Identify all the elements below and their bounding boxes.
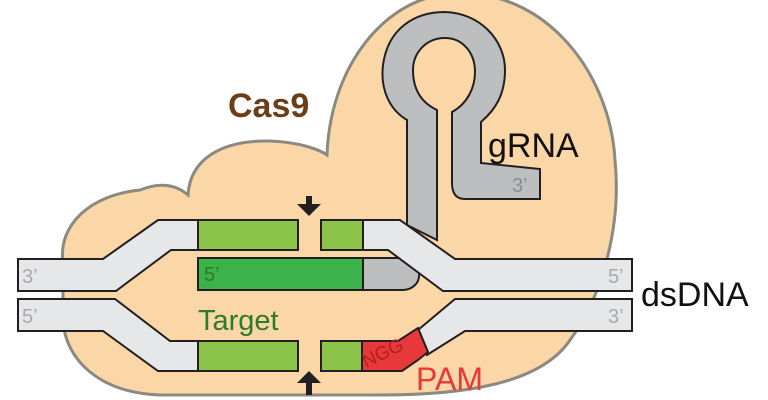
target-block-bottom-right [320, 340, 364, 372]
cas9-label: Cas9 [228, 87, 309, 125]
pam-block [361, 326, 430, 372]
grna-spacer [197, 257, 364, 291]
bottom-left-end-label: 5’ [22, 306, 38, 328]
target-label: Target [198, 305, 279, 337]
top-left-end-label: 3’ [22, 266, 38, 288]
down-arrow-icon [297, 196, 321, 216]
up-arrow-icon [297, 371, 321, 395]
target-block-bottom-left [197, 340, 299, 372]
grna-label: gRNA [488, 127, 579, 165]
target-block-top-right [320, 219, 364, 251]
grna-3prime-label: 3’ [512, 175, 528, 197]
dna-bottom-strand-right [416, 298, 633, 357]
top-right-end-label: 5’ [608, 266, 624, 288]
spacer-5prime-label: 5’ [204, 264, 220, 286]
target-block-top-left [197, 219, 299, 251]
grna-hairpin [381, 10, 541, 242]
pam-label: PAM [416, 361, 483, 397]
bottom-right-end-label: 3’ [608, 306, 624, 328]
dna-top-strand-right [361, 219, 633, 292]
dsdna-label: dsDNA [641, 276, 749, 314]
